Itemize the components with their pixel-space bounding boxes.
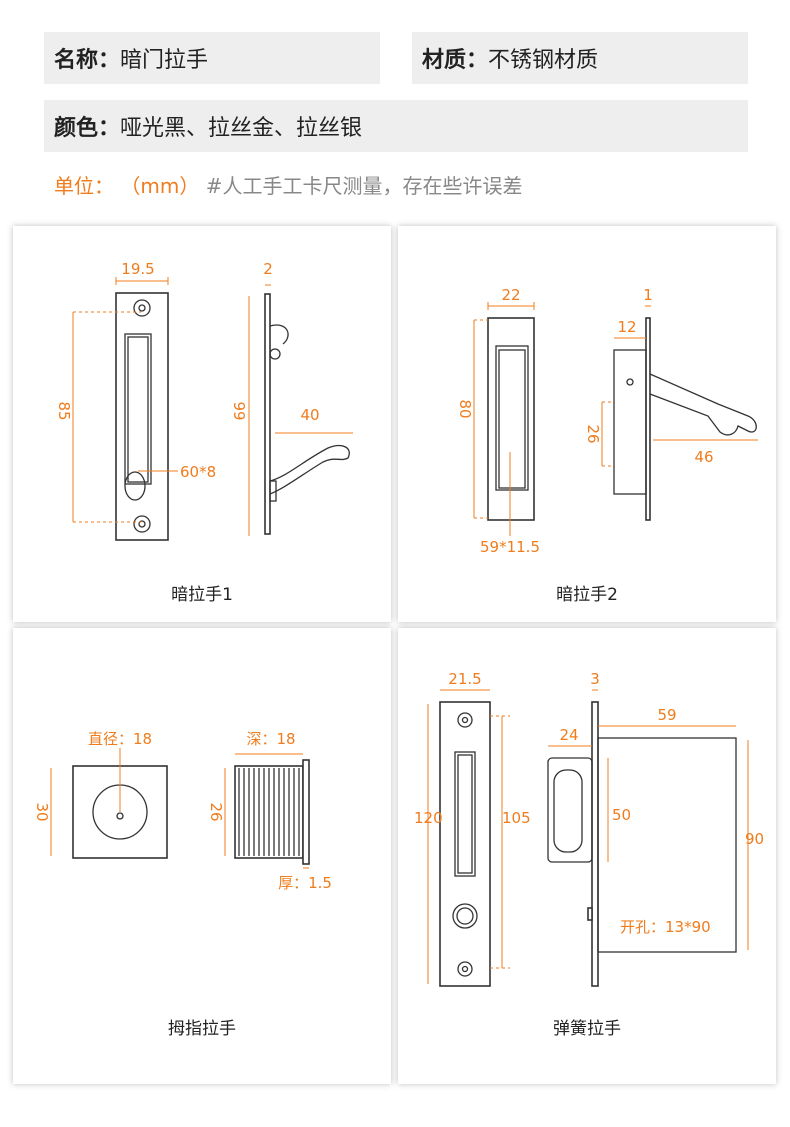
spring-plate-label: 3 <box>590 670 600 688</box>
spring-box <box>597 737 737 953</box>
spring-plate <box>439 701 491 987</box>
caption-hidden-pull-2: 暗拉手2 <box>556 585 618 605</box>
name-bar: 名称： 暗门拉手 <box>44 32 380 84</box>
thumb-flange <box>302 759 310 865</box>
color-bar: 颜色： 哑光黑、拉丝金、拉丝银 <box>44 100 748 152</box>
spring-side-plate <box>591 701 599 987</box>
unit-mm: （mm） <box>120 174 200 198</box>
name-label: 名称： <box>54 48 121 73</box>
pull1-hook-label: 40 <box>300 406 319 424</box>
pull2-height-label: 80 <box>456 399 474 418</box>
spring-cup-label: 24 <box>559 726 578 744</box>
pull2-depth-label: 12 <box>617 318 636 336</box>
diagram-spring-pull: 21.5 120 105 3 59 24 50 90 开孔：13*90 <box>414 670 764 987</box>
pull1-slot-label: 60*8 <box>180 463 216 481</box>
diagram-thumb-pull: 直径：18 30 深：18 26 厚：1.5 <box>33 730 332 892</box>
pull2-lever <box>649 373 757 436</box>
spring-cutout-label: 开孔：13*90 <box>620 918 711 936</box>
pull1-height-label: 85 <box>55 401 73 420</box>
pull2-lever-label: 46 <box>694 448 713 466</box>
panel-spring-pull: 21.5 120 105 3 59 24 50 90 开孔：13*90 弹簧拉手 <box>398 628 776 1084</box>
pull2-width-label: 22 <box>501 286 520 304</box>
pull2-slot-label: 59*11.5 <box>480 538 540 556</box>
spring-slot <box>454 751 476 877</box>
panel-thumb-pull: 直径：18 30 深：18 26 厚：1.5 拇指拉手 <box>13 628 391 1084</box>
pull1-screw-bottom <box>133 515 151 533</box>
pull1-width-label: 19.5 <box>121 260 154 278</box>
spring-length-label: 120 <box>414 809 443 827</box>
name-value: 暗门拉手 <box>120 48 209 73</box>
thumb-size-label: 30 <box>33 802 51 821</box>
pull1-plate <box>115 292 169 541</box>
pull1-screw-top <box>133 299 151 317</box>
caption-thumb-pull: 拇指拉手 <box>168 1019 236 1039</box>
pull1-side-plate <box>264 293 271 535</box>
diagram-hidden-pull-1: 19.5 85 60*8 2 99 40 <box>55 260 353 541</box>
spring-box-length-label: 59 <box>657 706 676 724</box>
caption-spring-pull: 弹簧拉手 <box>553 1019 621 1039</box>
pull2-body <box>613 349 647 495</box>
spring-cup <box>547 757 593 863</box>
panel-hidden-pull-1: 19.5 85 60*8 2 99 40 暗拉手1 <box>13 226 391 622</box>
unit-note-text: #人工手工卡尺测量，存在些许误差 <box>205 174 523 198</box>
caption-hidden-pull-1: 暗拉手1 <box>171 585 233 605</box>
color-label: 颜色： <box>54 116 121 141</box>
thumb-thickness-label: 厚：1.5 <box>278 874 332 892</box>
panel-hidden-pull-2: 22 80 59*11.5 1 12 26 46 暗拉手2 <box>398 226 776 622</box>
material-bar: 材质： 不锈钢材质 <box>412 32 748 84</box>
diagram-hidden-pull-2: 22 80 59*11.5 1 12 26 46 <box>456 286 758 556</box>
pull1-hook <box>269 444 350 495</box>
spring-cup-height-label: 50 <box>612 806 631 824</box>
spring-pitch-label: 105 <box>502 809 531 827</box>
thumb-depth-label: 深：18 <box>246 730 295 748</box>
material-value: 不锈钢材质 <box>488 48 599 73</box>
thumb-side-ribs <box>238 768 300 856</box>
pull1-thickness-label: 2 <box>263 260 273 278</box>
unit-note: 单位： （mm） #人工手工卡尺测量，存在些许误差 <box>54 170 522 199</box>
thumb-side-label: 26 <box>207 802 225 821</box>
spring-box-height-label: 90 <box>745 830 764 848</box>
unit-label: 单位： <box>54 174 114 198</box>
pull2-slot <box>495 345 529 491</box>
pull1-side-height-label: 99 <box>230 401 248 420</box>
spring-width-label: 21.5 <box>448 670 481 688</box>
spring-button <box>452 903 478 929</box>
pull2-body-label: 26 <box>584 424 602 443</box>
color-value: 哑光黑、拉丝金、拉丝银 <box>120 116 363 141</box>
material-label: 材质： <box>422 48 489 73</box>
pull2-plate-label: 1 <box>643 286 653 304</box>
thumb-diameter-label: 直径：18 <box>88 730 152 748</box>
pull1-slot <box>124 333 152 485</box>
